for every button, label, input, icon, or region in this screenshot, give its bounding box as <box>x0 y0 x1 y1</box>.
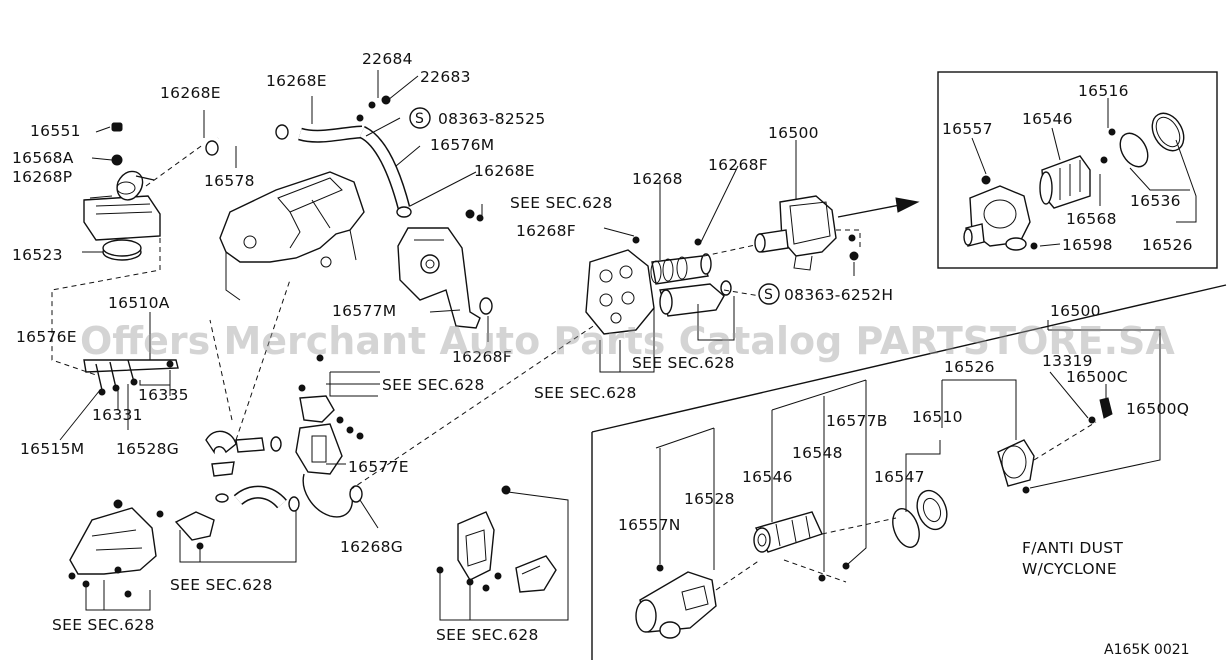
reservoir-tank <box>83 122 161 261</box>
callout-16526: 16526 <box>944 358 995 376</box>
callout-16268F-c: 16268F <box>516 222 576 240</box>
air-cleaner-housing-top <box>754 195 859 271</box>
inset-callout-16516: 16516 <box>1078 82 1129 100</box>
callout-22684: 22684 <box>362 50 413 68</box>
callout-22683: 22683 <box>420 68 471 86</box>
nut-icon <box>111 154 123 166</box>
callout-16568A: 16568A <box>12 149 74 167</box>
callout-16577B: 16577B <box>826 412 888 430</box>
watermark: Offers Merchant Auto Parts Catalog PARTS… <box>80 319 1175 363</box>
see-sec-label-1: SEE SEC.628 <box>510 194 613 212</box>
callout-16578: 16578 <box>204 172 255 190</box>
inset-callout-16557: 16557 <box>942 120 993 138</box>
inset-callout-16546: 16546 <box>1022 110 1073 128</box>
engine-block <box>219 171 365 301</box>
see-sec-label-6: SEE SEC.628 <box>632 354 735 372</box>
inset-frame <box>937 71 1218 269</box>
callout-16500-b: 16500 <box>1050 302 1101 320</box>
callout-16335: 16335 <box>138 386 189 404</box>
callout-16268E-b: 16268E <box>266 72 327 90</box>
callout-16577E: 16577E <box>348 458 409 476</box>
callout-16528: 16528 <box>684 490 735 508</box>
callout-16577M: 16577M <box>332 302 396 320</box>
lower-side-bracket <box>436 485 557 593</box>
cyclone-cleaner-lower <box>635 397 1113 639</box>
direction-arrow <box>837 197 920 218</box>
callout-16500Q: 16500Q <box>1126 400 1189 418</box>
callout-16548: 16548 <box>792 444 843 462</box>
section-divider-diagonal <box>591 284 1227 433</box>
air-cleaner-duct-center <box>585 236 732 335</box>
callout-16268F-a: 16268F <box>452 348 512 366</box>
clip-icon <box>111 122 123 132</box>
callout-16557N: 16557N <box>618 516 681 534</box>
inset-callout-16526: 16526 <box>1142 236 1193 254</box>
cyclone-note-line-2: W/CYCLONE <box>1022 560 1117 578</box>
callout-16510: 16510 <box>912 408 963 426</box>
callout-16551: 16551 <box>30 122 81 140</box>
svg-text:S: S <box>415 111 424 127</box>
callout-16268F-b: 16268F <box>708 156 768 174</box>
callout-16576M: 16576M <box>430 136 494 154</box>
screw-symbol <box>758 283 780 305</box>
callout-08363-6252H: 08363-6252H <box>784 286 893 304</box>
callout-16500C: 16500C <box>1066 368 1128 386</box>
inset-air-cleaner <box>963 112 1185 251</box>
callout-16515M: 16515M <box>20 440 84 458</box>
see-sec-label-2: SEE SEC.628 <box>382 376 485 394</box>
callout-16268G: 16268G <box>340 538 403 556</box>
inset-callout-16598: 16598 <box>1062 236 1113 254</box>
callout-16510A: 16510A <box>108 294 170 312</box>
inset-callout-16536: 16536 <box>1130 192 1181 210</box>
inset-callout-16568: 16568 <box>1066 210 1117 228</box>
callout-16500-a: 16500 <box>768 124 819 142</box>
callout-16268: 16268 <box>632 170 683 188</box>
svg-text:S: S <box>764 287 773 303</box>
callout-13319: 13319 <box>1042 352 1093 370</box>
callout-16546: 16546 <box>742 468 793 486</box>
see-sec-label-3: SEE SEC.628 <box>170 576 273 594</box>
callout-16523: 16523 <box>12 246 63 264</box>
mounting-bracket <box>83 359 179 396</box>
see-sec-label-5: SEE SEC.628 <box>436 626 539 644</box>
callout-08363-82525: 08363-82525 <box>438 110 546 128</box>
callout-16331: 16331 <box>92 406 143 424</box>
callout-16268E-c: 16268E <box>474 162 535 180</box>
cyclone-note-line-1: F/ANTI DUST <box>1022 539 1123 557</box>
callout-16547: 16547 <box>874 468 925 486</box>
callout-16576E: 16576E <box>16 328 77 346</box>
air-guide-housing <box>397 209 493 329</box>
see-sec-label-7: SEE SEC.628 <box>534 384 637 402</box>
lower-bracket-assembly <box>68 485 300 598</box>
callout-16268E-a: 16268E <box>160 84 221 102</box>
figure-code: A165K 0021 <box>1104 642 1190 658</box>
screw-symbol <box>409 107 431 129</box>
callout-16528G: 16528G <box>116 440 179 458</box>
see-sec-label-4: SEE SEC.628 <box>52 616 155 634</box>
callout-16268P: 16268P <box>12 168 72 186</box>
duct-assembly-middle <box>205 354 364 518</box>
